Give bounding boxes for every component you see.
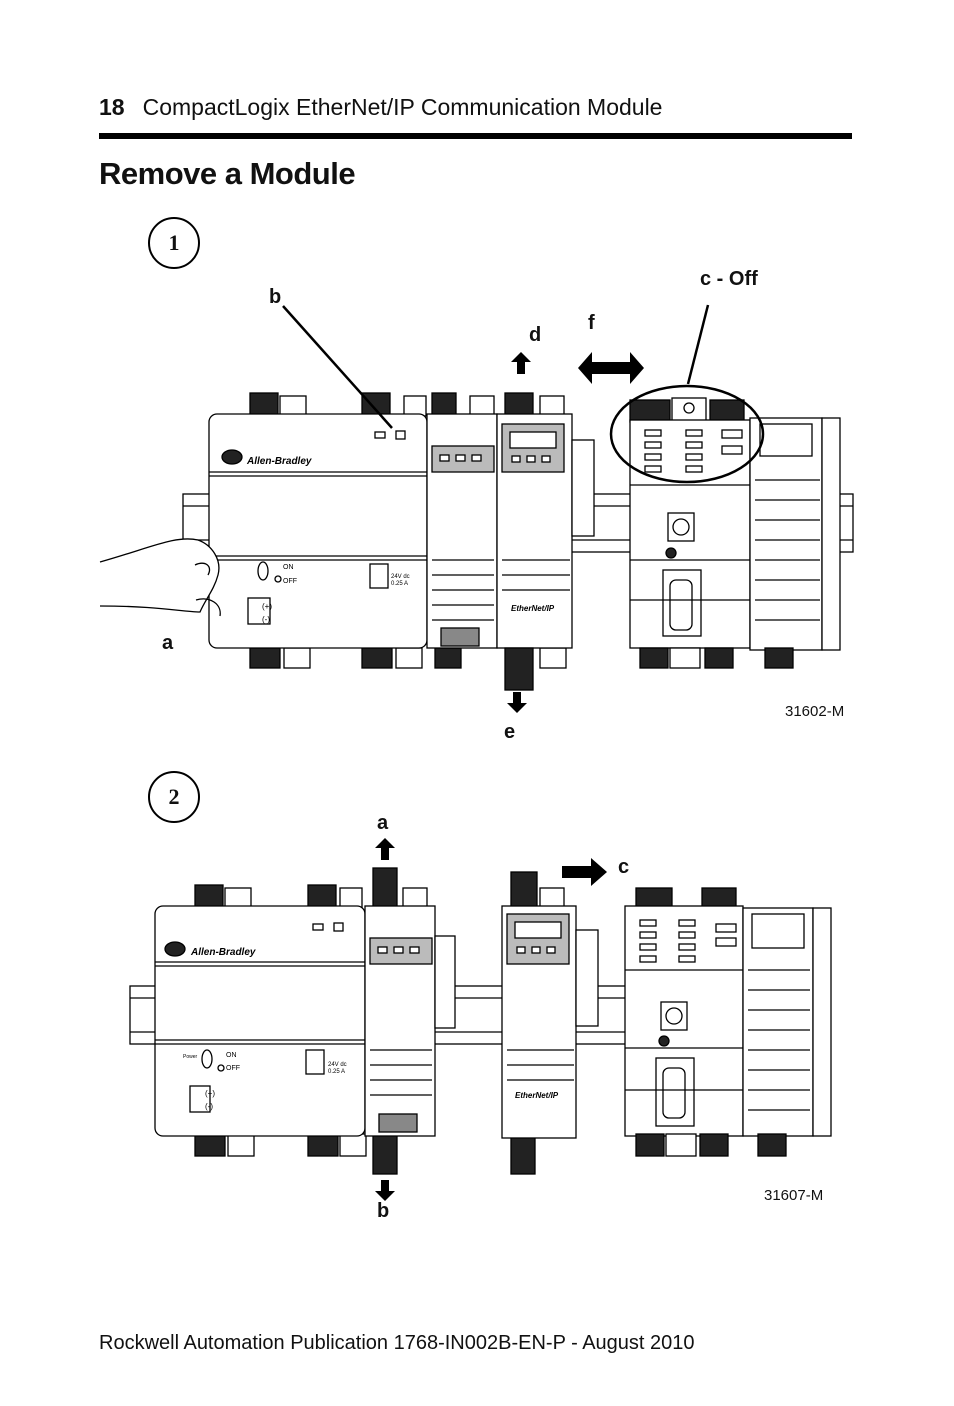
- step-2-marker: 2: [148, 771, 200, 823]
- fig2-label-c: c: [618, 856, 630, 878]
- plus-text-2: (+): [205, 1089, 215, 1098]
- fig1-label-b: b: [269, 286, 282, 308]
- rating-text-2: 24V dc: [328, 1062, 347, 1068]
- header-rule: [99, 133, 852, 139]
- minus-text-2: (-): [205, 1102, 213, 1111]
- fig1-label-f: f: [588, 312, 595, 334]
- rating-text: 24V dc: [391, 574, 410, 580]
- off-text: OFF: [283, 578, 297, 585]
- plus-text: (+): [262, 602, 272, 611]
- fig1-label-d: d: [529, 324, 542, 346]
- brand-text: Allen-Bradley: [246, 456, 312, 467]
- ethernet-logo-text: EtherNet/IP: [511, 604, 555, 613]
- minus-text: (-): [262, 615, 270, 624]
- fig1-label-a: a: [162, 632, 174, 654]
- power-text: Power: [183, 1054, 198, 1060]
- fig1-label-c: c - Off: [700, 268, 758, 290]
- fig1-id: 31602-M: [785, 703, 845, 720]
- current-text: 0.25 A: [391, 581, 408, 587]
- off-text-2: OFF: [226, 1065, 240, 1072]
- fig2-label-a: a: [377, 812, 389, 834]
- running-header: 18 CompactLogix EtherNet/IP Communication…: [99, 94, 662, 121]
- fig2-id: 31607-M: [764, 1187, 824, 1204]
- section-title: Remove a Module: [99, 156, 356, 191]
- fig1-label-e: e: [504, 721, 516, 743]
- brand-text-2: Allen-Bradley: [190, 947, 256, 958]
- ethernet-logo-text-2: EtherNet/IP: [515, 1091, 559, 1100]
- publication-footer: Rockwell Automation Publication 1768-IN0…: [99, 1332, 695, 1354]
- on-text-2: ON: [226, 1052, 237, 1059]
- running-title: CompactLogix EtherNet/IP Communication M…: [142, 94, 663, 120]
- fig2-label-b: b: [377, 1200, 390, 1222]
- step-1-marker: 1: [148, 217, 200, 269]
- page-number: 18: [99, 94, 125, 120]
- current-text-2: 0.25 A: [328, 1069, 345, 1075]
- on-text: ON: [283, 564, 294, 571]
